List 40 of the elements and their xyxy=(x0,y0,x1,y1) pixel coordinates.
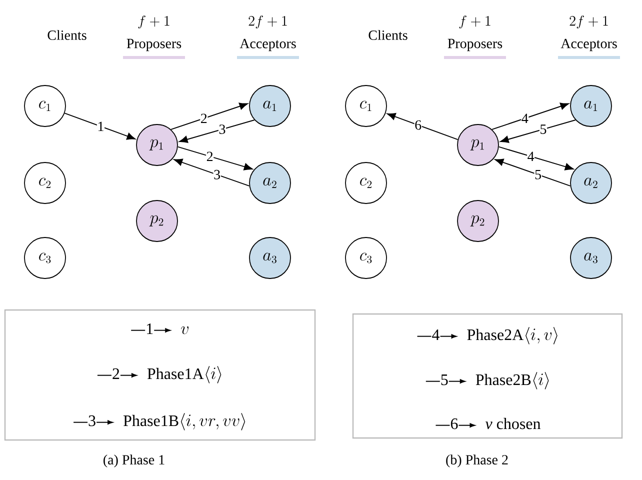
edge-label: 3 xyxy=(214,170,220,180)
message-text: $\textsc{Phase2B}\langle i\rangle$ xyxy=(476,372,549,390)
edge-label: 2 xyxy=(206,152,213,161)
column-count: $f+1$ xyxy=(459,15,490,29)
column-heading: Acceptors xyxy=(240,38,296,52)
message-text: $v$ xyxy=(181,326,188,334)
arrow xyxy=(494,158,571,186)
column-heading: Clients xyxy=(368,30,408,40)
caption: (b) Phase 2 xyxy=(446,454,508,468)
edge-label: 6 xyxy=(415,120,422,130)
arrow xyxy=(177,146,253,170)
message-text: $\textsc{Phase2A}\langle i, v\rangle$ xyxy=(467,327,558,344)
arrow xyxy=(174,158,250,186)
message-text: v chosen xyxy=(485,418,541,430)
message-text: $\textsc{Phase1A}\langle i\rangle$ xyxy=(147,366,222,384)
arrow xyxy=(492,102,569,130)
edge-label: 4 xyxy=(528,152,534,161)
arrow xyxy=(387,113,458,140)
arrow xyxy=(170,102,248,130)
legend-box xyxy=(352,313,623,439)
column-count: $2f+1$ xyxy=(248,15,287,29)
edge-label: 5 xyxy=(540,124,546,134)
caption: (a) Phase 1 xyxy=(104,454,164,468)
edge-label: 3 xyxy=(219,124,226,134)
column-heading: Acceptors xyxy=(560,38,617,52)
column-count: $2f+1$ xyxy=(570,15,608,29)
column-heading: Proposers xyxy=(126,38,182,52)
column-count: $f+1$ xyxy=(138,15,170,29)
column-heading: Proposers xyxy=(448,38,502,52)
edge-label: 4 xyxy=(522,114,528,123)
arrow xyxy=(500,120,576,143)
edge-label: 5 xyxy=(535,170,542,180)
edge-label: 2 xyxy=(201,114,207,123)
arrow xyxy=(498,146,574,170)
arrow xyxy=(179,120,255,143)
edge-label: 1 xyxy=(98,122,104,131)
arrow xyxy=(64,112,136,140)
legend-box xyxy=(4,309,316,441)
message-text: $\textsc{Phase1B}\langle i, vr, vv\rangle$ xyxy=(124,413,246,430)
column-heading: Clients xyxy=(48,30,86,40)
